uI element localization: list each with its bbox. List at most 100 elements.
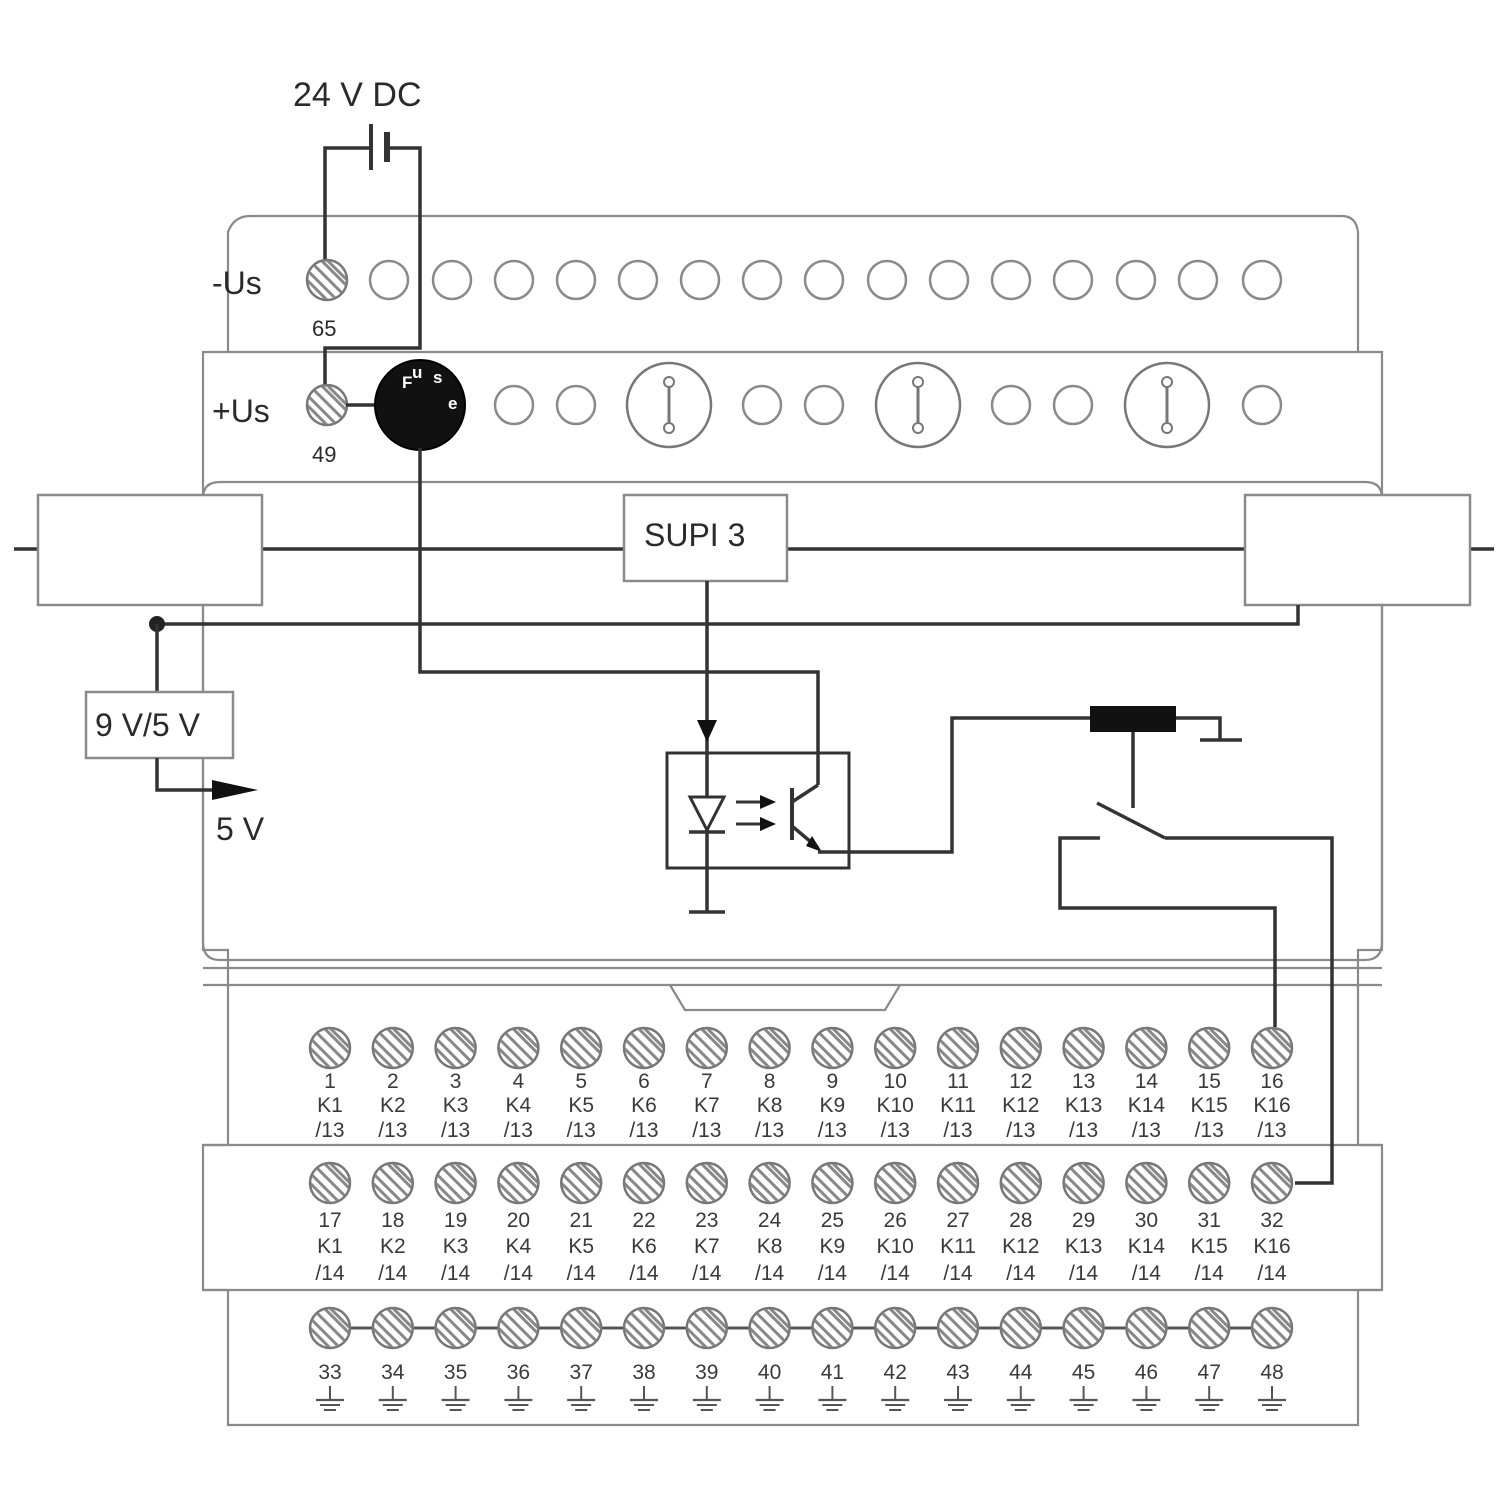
- regulator-output-label: 5 V: [216, 811, 265, 847]
- terminal-number: 30: [1135, 1209, 1158, 1232]
- terminal-number: 28: [1009, 1209, 1032, 1232]
- terminal-contact-label: /14: [755, 1262, 785, 1285]
- screw-terminal-36[interactable]: [488, 1298, 548, 1358]
- terminal-relay-label: K7: [694, 1094, 720, 1117]
- terminal-relay-label: K5: [568, 1094, 594, 1117]
- terminal-contact-label: /14: [881, 1262, 911, 1285]
- relay-coil: [1090, 706, 1176, 732]
- terminal-number: 1: [324, 1070, 336, 1093]
- terminal-number: 17: [318, 1209, 341, 1232]
- terminal-49-number: 49: [312, 442, 336, 467]
- screw-terminal-9[interactable]: [802, 1018, 862, 1078]
- screw-terminal-42[interactable]: [865, 1298, 925, 1358]
- screw-terminal-7[interactable]: [677, 1018, 737, 1078]
- screw-terminal-3[interactable]: [426, 1018, 486, 1078]
- unused-terminal-holes-bottom: [493, 384, 1283, 426]
- terminal-relay-label: K3: [443, 1094, 469, 1117]
- terminal-contact-label: /13: [378, 1119, 407, 1142]
- rotary-switch-3[interactable]: [1123, 361, 1211, 449]
- screw-terminal-47[interactable]: [1179, 1298, 1239, 1358]
- fuse-output-wire: [418, 448, 820, 785]
- terminal-relay-label: K13: [1065, 1235, 1102, 1258]
- terminal-number: 39: [695, 1361, 718, 1384]
- screw-terminal-25[interactable]: [802, 1153, 862, 1213]
- ground-icon: [628, 1384, 660, 1412]
- terminal-number: 11: [947, 1070, 969, 1093]
- battery-symbol: [369, 124, 390, 170]
- screw-terminal-29[interactable]: [1054, 1153, 1114, 1213]
- terminal-relay-label: K9: [820, 1094, 846, 1117]
- screw-terminal-5[interactable]: [551, 1018, 611, 1078]
- terminal-contact-label: /14: [1006, 1262, 1036, 1285]
- screw-terminal-40[interactable]: [740, 1298, 800, 1358]
- screw-terminal-37[interactable]: [551, 1298, 611, 1358]
- terminal-number: 45: [1072, 1361, 1095, 1384]
- plus-us-terminal-row: +Us 49 F u s e: [212, 359, 1283, 467]
- screw-terminal-45[interactable]: [1054, 1298, 1114, 1358]
- screw-terminal-4[interactable]: [488, 1018, 548, 1078]
- ground-icon: [1131, 1384, 1162, 1412]
- rotary-switch-1[interactable]: [625, 361, 713, 449]
- terminal-relay-label: K6: [631, 1094, 657, 1117]
- terminal-relay-label: K3: [443, 1235, 469, 1258]
- screw-terminal-15[interactable]: [1179, 1018, 1239, 1078]
- screw-terminal-31[interactable]: [1179, 1153, 1239, 1213]
- terminal-number: 47: [1198, 1361, 1221, 1384]
- screw-terminal-17[interactable]: [300, 1153, 360, 1213]
- screw-terminal-24[interactable]: [740, 1153, 800, 1213]
- screw-terminal-14[interactable]: [1116, 1018, 1176, 1078]
- terminal-number: 40: [758, 1361, 781, 1384]
- screw-terminal-22[interactable]: [614, 1153, 674, 1213]
- screw-terminal-12[interactable]: [991, 1018, 1051, 1078]
- screw-terminal-1[interactable]: [300, 1018, 360, 1078]
- screw-terminal-48[interactable]: [1242, 1298, 1302, 1358]
- screw-terminal-16[interactable]: [1242, 1018, 1302, 1078]
- screw-terminal-21[interactable]: [551, 1153, 611, 1213]
- terminal-contact-label: /14: [1069, 1262, 1099, 1285]
- screw-terminal-65[interactable]: [297, 250, 357, 310]
- terminal-relay-label: K16: [1253, 1235, 1290, 1258]
- terminal-number: 19: [444, 1209, 467, 1232]
- terminal-relay-label: K12: [1002, 1094, 1039, 1117]
- screw-terminal-33[interactable]: [300, 1298, 360, 1358]
- screw-terminal-8[interactable]: [740, 1018, 800, 1078]
- screw-terminal-19[interactable]: [426, 1153, 486, 1213]
- screw-terminal-13[interactable]: [1054, 1018, 1114, 1078]
- screw-terminal-35[interactable]: [426, 1298, 486, 1358]
- screw-terminal-41[interactable]: [802, 1298, 862, 1358]
- screw-terminal-10[interactable]: [865, 1018, 925, 1078]
- fuse-holder[interactable]: F u s e: [374, 359, 466, 451]
- screw-terminal-6[interactable]: [614, 1018, 674, 1078]
- terminal-row-2: 17K1/1418K2/1419K3/1420K4/1421K5/1422K6/…: [300, 1153, 1302, 1285]
- screw-terminal-30[interactable]: [1116, 1153, 1176, 1213]
- terminal-number: 20: [507, 1209, 530, 1232]
- screw-terminal-26[interactable]: [865, 1153, 925, 1213]
- terminal-number: 9: [827, 1070, 839, 1093]
- terminal-contact-label: /13: [1257, 1119, 1286, 1142]
- screw-terminal-46[interactable]: [1116, 1298, 1176, 1358]
- terminal-contact-label: /14: [441, 1262, 471, 1285]
- screw-terminal-39[interactable]: [677, 1298, 737, 1358]
- screw-terminal-28[interactable]: [991, 1153, 1051, 1213]
- terminal-number: 46: [1135, 1361, 1158, 1384]
- screw-terminal-23[interactable]: [677, 1153, 737, 1213]
- terminal-relay-label: K14: [1128, 1094, 1166, 1117]
- screw-terminal-2[interactable]: [363, 1018, 423, 1078]
- screw-terminal-11[interactable]: [928, 1018, 988, 1078]
- screw-terminal-34[interactable]: [363, 1298, 423, 1358]
- terminal-number: 26: [884, 1209, 907, 1232]
- screw-terminal-20[interactable]: [488, 1153, 548, 1213]
- terminal-contact-label: /13: [1006, 1119, 1035, 1142]
- terminal-number: 10: [884, 1070, 907, 1093]
- screw-terminal-44[interactable]: [991, 1298, 1051, 1358]
- screw-terminal-18[interactable]: [363, 1153, 423, 1213]
- rotary-switch-2[interactable]: [874, 361, 962, 449]
- screw-terminal-27[interactable]: [928, 1153, 988, 1213]
- screw-terminal-32[interactable]: [1242, 1153, 1302, 1213]
- bus-connector-left: [36, 493, 264, 607]
- screw-terminal-38[interactable]: [614, 1298, 674, 1358]
- terminal-contact-label: /13: [818, 1119, 847, 1142]
- screw-terminal-43[interactable]: [928, 1298, 988, 1358]
- terminal-relay-label: K2: [380, 1235, 406, 1258]
